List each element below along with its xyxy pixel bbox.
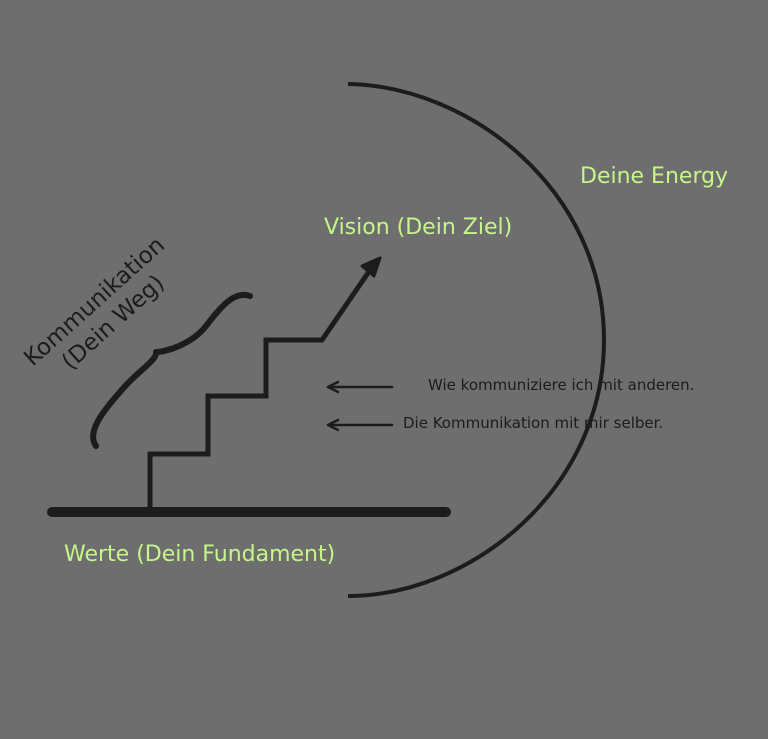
arrow-external-head	[326, 380, 340, 394]
internal-communication-label: Die Kommunikation mit mir selber.	[403, 414, 664, 432]
curly-brace	[90, 291, 253, 449]
vision-label: Vision (Dein Ziel)	[324, 215, 513, 240]
energy-arc	[347, 82, 607, 598]
external-communication-label: Wie kommuniziere ich mit anderen.	[428, 376, 695, 394]
staircase	[147, 337, 322, 512]
vision-arrow-head	[360, 256, 382, 278]
energy-label: Deine Energy	[580, 164, 729, 189]
arrow-internal-head	[326, 418, 340, 432]
values-label: Werte (Dein Fundament)	[64, 542, 336, 567]
vision-arrow-shaft	[319, 267, 373, 343]
